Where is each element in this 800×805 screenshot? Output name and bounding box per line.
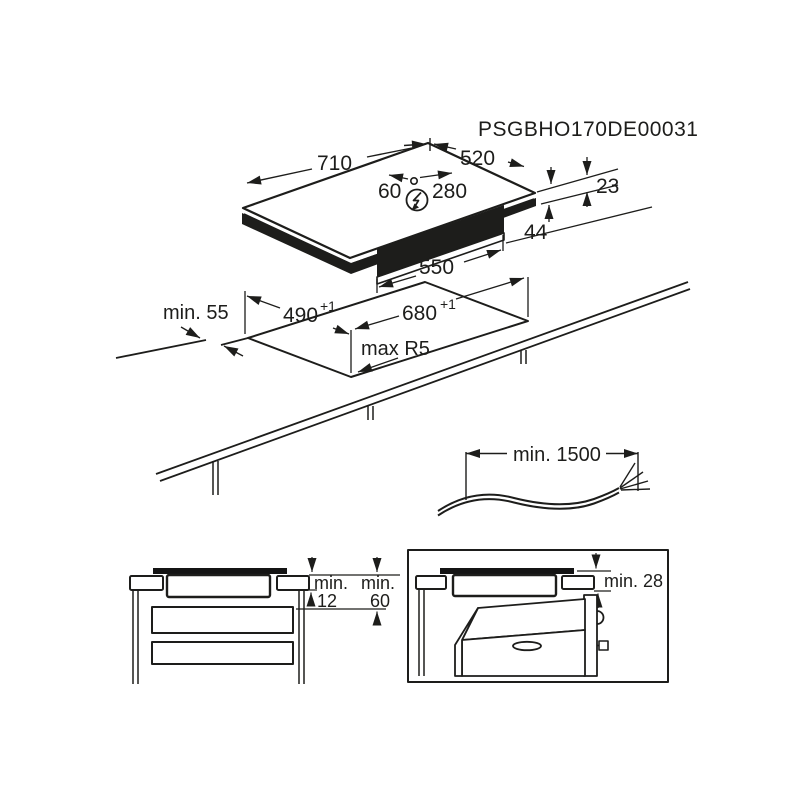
drawer-upper xyxy=(151,606,294,634)
corner-radius-label: max R5 xyxy=(361,338,430,360)
oven-clearance-drawing: min. 28 xyxy=(407,549,669,683)
oven-left-side xyxy=(454,607,479,677)
dim-520-label: 520 xyxy=(460,147,495,170)
cabinet-sides xyxy=(132,590,305,684)
cutout-edge-extension xyxy=(220,337,249,346)
dim-60-280 xyxy=(388,170,453,183)
dim-min12-min60 xyxy=(296,557,400,626)
dim-680-tolerance: +1 xyxy=(440,296,456,312)
hob-housing xyxy=(377,205,504,277)
cutout-opening xyxy=(247,281,529,378)
dim-680-label: 680 xyxy=(402,302,437,325)
cable-wire-ends xyxy=(619,462,651,491)
worktop-section-left xyxy=(129,575,164,591)
cable-curve-bottom xyxy=(437,491,620,517)
worktop-front-edge-bottom xyxy=(159,288,691,482)
power-cable-drawing: min. 1500 xyxy=(437,444,651,517)
dim-44-label: 44 xyxy=(524,221,548,244)
dim-280-label: 280 xyxy=(432,180,467,203)
cable-length-label: min. 1500 xyxy=(513,444,601,466)
dim-550-label: 550 xyxy=(419,256,454,279)
dim-23-44 xyxy=(505,157,653,244)
hob-body-profile xyxy=(165,573,272,599)
dim-490 xyxy=(244,291,352,373)
electric-connection-icon xyxy=(405,188,429,212)
worktop-cutout-drawing: min. 55 490 +1 680 +1 max R5 xyxy=(115,277,691,495)
hob-body-band-left xyxy=(242,213,351,274)
dim-min28-label: min. 28 xyxy=(604,571,663,591)
oven-handle xyxy=(512,640,542,652)
worktop-back-edge xyxy=(115,339,207,359)
oven-knob xyxy=(598,640,609,651)
hob-glass-top xyxy=(241,141,537,260)
worktop-section-right xyxy=(276,575,310,591)
dim-min28 xyxy=(577,553,611,608)
drawing-frame xyxy=(407,549,669,683)
dim-490-label: 490 xyxy=(283,304,318,327)
dim-490-tolerance: +1 xyxy=(320,298,336,314)
cabinet-side-left xyxy=(418,589,425,676)
dim-710-label: 710 xyxy=(317,152,352,175)
dim-min55-label: min. 55 xyxy=(163,302,229,324)
worktop-section-left-2 xyxy=(415,575,447,590)
cable-entry-point xyxy=(409,177,418,186)
drawer-lower xyxy=(151,641,294,665)
dim-520 xyxy=(433,142,525,168)
corner-radius-arrow xyxy=(357,357,399,373)
cable-curve-top xyxy=(437,487,620,512)
drawer-clearance-drawing: min. 12 min. 60 xyxy=(129,557,400,684)
oven-hinge-bump xyxy=(596,610,605,625)
dim-min60-value: 60 xyxy=(370,591,390,611)
dim-23-label: 23 xyxy=(596,175,619,198)
dim-min55 xyxy=(180,326,244,357)
oven xyxy=(454,594,609,677)
hob-isometric-drawing: 710 520 60 280 23 xyxy=(241,138,653,293)
worktop-front-edge-top xyxy=(155,281,689,475)
oven-right-panel xyxy=(583,594,598,677)
product-code: PSGBHO170DE00031 xyxy=(478,118,698,141)
dim-550 xyxy=(376,235,504,293)
dim-680 xyxy=(354,277,529,330)
worktop-section-right-2 xyxy=(561,575,595,590)
dim-min12-prefix: min. xyxy=(314,573,348,593)
dim-min60-prefix: min. xyxy=(361,573,395,593)
hob-body-profile-2 xyxy=(451,573,558,598)
dim-60-label: 60 xyxy=(378,180,401,203)
dim-min12-value: 12 xyxy=(317,591,337,611)
dim-710 xyxy=(246,138,431,185)
cabinet-side-hints xyxy=(212,350,527,495)
